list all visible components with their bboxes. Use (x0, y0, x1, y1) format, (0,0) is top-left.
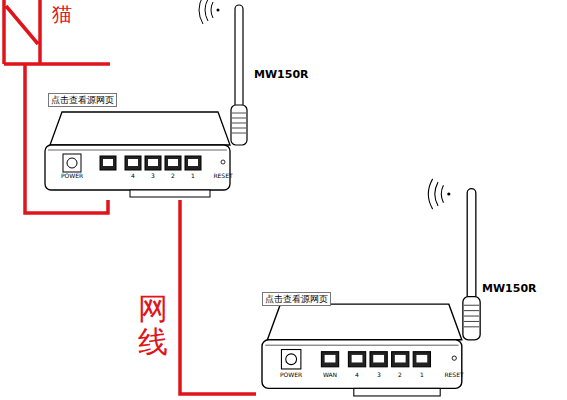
port-number: 4 (355, 371, 359, 378)
router-box: MW150R (42, 62, 312, 200)
model-name: MW150R (482, 282, 537, 295)
port-number: 2 (171, 172, 175, 179)
port-number: 3 (151, 172, 155, 179)
port-number: 1 (191, 172, 195, 179)
port-label: RESET (444, 371, 463, 378)
port-number: 3 (377, 371, 381, 378)
network-cable (25, 64, 108, 213)
model-name: MW150R (254, 68, 309, 81)
port-label: POWER (280, 371, 302, 378)
watermark-tag: 点击查看源网页 (48, 93, 117, 107)
port-number: 4 (131, 172, 135, 179)
port-number: 2 (398, 371, 402, 378)
port-number: 1 (420, 371, 424, 378)
modem-box: 猫 (0, 0, 84, 64)
cable-label: 网线 (138, 292, 168, 358)
modem-label: 猫 (52, 1, 72, 28)
port-label: WAN (323, 371, 337, 378)
port-label: POWER (61, 172, 83, 179)
network-cable (180, 200, 256, 394)
watermark-tag: 点击查看源网页 (262, 292, 331, 306)
port-label: RESET (213, 172, 232, 179)
